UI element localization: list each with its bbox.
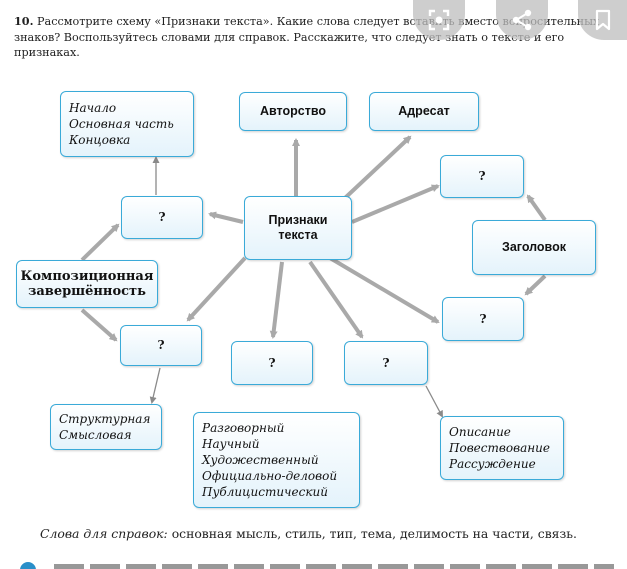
- task-number: 10.: [14, 14, 34, 28]
- share-button[interactable]: [496, 0, 548, 40]
- arrow-to-bottom-right-q: [328, 256, 440, 324]
- style-item: Официально-деловой: [202, 469, 338, 483]
- division-item: Смысловая: [59, 428, 132, 442]
- center-box: Признаки текста: [244, 196, 352, 260]
- arrow-to-top-right-q: [351, 184, 440, 224]
- style-item: Художественный: [202, 453, 319, 467]
- style-item: Публицистический: [202, 485, 328, 499]
- question-mark: ?: [157, 338, 165, 352]
- arrow-heading-to-top-q: [526, 194, 547, 222]
- question-mark: ?: [382, 355, 390, 370]
- question-mark: ?: [479, 311, 487, 326]
- next-task-text: [54, 564, 614, 569]
- type-item: Повествование: [449, 441, 550, 455]
- center-label: Признаки текста: [268, 213, 328, 242]
- arrow-comp-to-lower-q: [80, 308, 118, 342]
- type-item: Описание: [449, 425, 511, 439]
- question-mark: ?: [268, 355, 276, 370]
- arrow-to-middle-q: [269, 261, 284, 339]
- question-box-middle: ?: [231, 341, 313, 385]
- type-box: Описание Повествование Рассуждение: [440, 416, 564, 480]
- arrow-to-lower-left-q: [186, 256, 247, 322]
- question-box-left: ?: [121, 196, 203, 239]
- arrow-heading-to-bottom-q: [524, 274, 547, 296]
- division-box: Структурная Смысловая: [50, 404, 162, 450]
- reference-list: основная мысль, стиль, тип, тема, делимо…: [167, 526, 577, 541]
- authorship-box: Авторство: [239, 92, 347, 131]
- parts-box: Начало Основная часть Концовка: [60, 91, 194, 157]
- arrow-to-addressee: [343, 135, 412, 200]
- arrow-comp-to-left-q: [80, 223, 120, 262]
- arrow-lower-q-to-division: [149, 367, 161, 404]
- reference-label: Слова для справок:: [40, 526, 168, 541]
- type-item: Рассуждение: [449, 457, 536, 471]
- question-mark: ?: [478, 169, 486, 183]
- question-box-lower-left: ?: [120, 325, 202, 366]
- composition-label: Композиционная завершённость: [20, 269, 154, 299]
- addressee-label: Адресат: [398, 104, 450, 118]
- question-mark: ?: [158, 210, 166, 224]
- lens-icon: [428, 9, 450, 31]
- parts-item: Концовка: [69, 133, 131, 147]
- reference-words: Слова для справок: основная мысль, стиль…: [40, 526, 577, 541]
- arrow-to-mid-right-q: [308, 260, 364, 339]
- question-box-top-right: ?: [440, 155, 524, 198]
- style-item: Научный: [202, 437, 260, 451]
- style-box: Разговорный Научный Художественный Офици…: [193, 412, 360, 508]
- next-task-fragment: [14, 562, 614, 569]
- lens-button[interactable]: [413, 0, 465, 40]
- next-task-marker: [20, 562, 36, 569]
- style-item: Разговорный: [202, 421, 285, 435]
- division-item: Структурная: [59, 412, 151, 426]
- share-icon: [512, 9, 532, 31]
- arrow-mid-q-to-type: [425, 385, 443, 418]
- composition-box: Композиционная завершённость: [16, 260, 158, 308]
- heading-label: Заголовок: [502, 240, 566, 254]
- parts-item: Основная часть: [69, 117, 174, 131]
- bookmark-button[interactable]: [578, 0, 627, 40]
- parts-item: Начало: [69, 101, 117, 115]
- arrow-to-left-q: [208, 211, 244, 224]
- authorship-label: Авторство: [259, 104, 326, 118]
- heading-box: Заголовок: [472, 220, 596, 275]
- addressee-box: Адресат: [369, 92, 479, 131]
- question-box-bottom-right: ?: [442, 297, 524, 341]
- question-box-mid-right: ?: [344, 341, 428, 385]
- bookmark-icon: [595, 9, 610, 31]
